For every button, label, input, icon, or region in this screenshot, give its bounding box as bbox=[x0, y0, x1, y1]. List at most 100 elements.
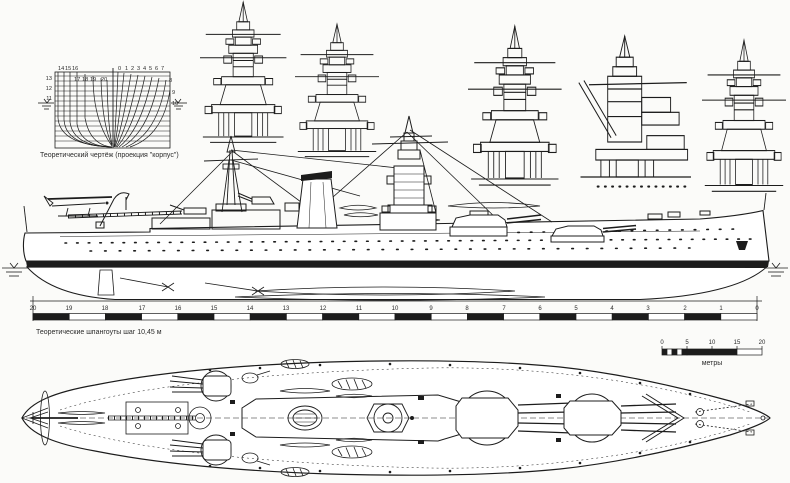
hull-profile bbox=[22, 209, 770, 262]
station-bar bbox=[32, 313, 758, 321]
station-label: 0 bbox=[755, 306, 759, 312]
bp-left-12: 12 bbox=[46, 86, 52, 92]
aircraft-crane bbox=[95, 192, 130, 229]
station-label: 7 bbox=[502, 306, 506, 312]
plan-fore-tower bbox=[366, 403, 414, 433]
bp-right-9: 9 bbox=[172, 90, 175, 96]
station-label: 12 bbox=[320, 306, 327, 312]
station-label: 2 bbox=[683, 306, 687, 312]
plan-main-turret-1 bbox=[563, 393, 677, 443]
station-label: 10 bbox=[392, 306, 399, 312]
station-label: 6 bbox=[538, 306, 542, 312]
scale-unit-label: метры bbox=[702, 360, 723, 367]
stations-caption: Теоретические шпангоуты шаг 10,45 м bbox=[36, 329, 162, 336]
deck-plan-view bbox=[20, 359, 771, 477]
tower-detail-4 bbox=[577, 34, 693, 188]
scale-tick-10: 10 bbox=[709, 340, 716, 346]
side-elevation bbox=[2, 115, 788, 301]
plan-deck-fittings bbox=[208, 362, 692, 474]
main-turret-2-side bbox=[449, 210, 542, 237]
deck-edge-dashed-top bbox=[59, 367, 751, 413]
station-label: 11 bbox=[356, 306, 363, 312]
tower-detail-3 bbox=[467, 25, 563, 186]
bp-mid-18: 18 bbox=[82, 77, 88, 83]
bp-top-14: 14 bbox=[58, 66, 64, 72]
bp-tr-4: 4 bbox=[143, 66, 146, 72]
bp-right-8: 8 bbox=[169, 78, 172, 84]
bp-tr-1: 1 bbox=[125, 66, 128, 72]
plan-aft-turret-port bbox=[169, 370, 232, 402]
bp-left-13: 13 bbox=[46, 76, 52, 82]
station-label: 9 bbox=[429, 306, 433, 312]
plan-anchor-gear bbox=[694, 400, 766, 436]
rudder-and-propellers bbox=[97, 269, 265, 296]
tower-detail-5 bbox=[701, 39, 787, 192]
bp-top-16: 16 bbox=[72, 66, 78, 72]
plan-catapult bbox=[108, 401, 212, 435]
aft-section-curves bbox=[57, 72, 113, 148]
foredeck-gear bbox=[647, 192, 767, 250]
anchor-icon bbox=[736, 241, 748, 250]
bow-jackstaff bbox=[763, 192, 767, 211]
station-label: 1 bbox=[719, 306, 723, 312]
bp-tr-7: 7 bbox=[161, 66, 164, 72]
bp-tr-6: 6 bbox=[155, 66, 158, 72]
underwater-hull bbox=[25, 266, 768, 300]
bp-right-10: 10 bbox=[172, 101, 178, 107]
seaplane bbox=[43, 195, 113, 217]
plan-funnel bbox=[287, 405, 323, 431]
shaft-bossing-lines bbox=[234, 286, 546, 301]
plan-side-mounts bbox=[241, 370, 271, 466]
rigging-lines bbox=[159, 129, 553, 229]
tower-detail-2 bbox=[294, 23, 380, 158]
stern-flagstaff bbox=[23, 205, 28, 233]
body-plan-caption: Теоретический чертёж (проекция "корпус") bbox=[40, 151, 179, 159]
scale-tick-5: 5 bbox=[685, 340, 689, 346]
bp-mid-19: 19 bbox=[90, 77, 96, 83]
station-numbers: 20 19 18 17 16 15 14 13 12 11 10 9 8 7 6… bbox=[30, 306, 760, 312]
station-label: 18 bbox=[102, 306, 109, 312]
body-plan: 13 12 11 14 15 16 17 18 19 20 0 1 2 3 4 … bbox=[38, 66, 187, 159]
station-label: 17 bbox=[139, 306, 146, 312]
funnel bbox=[296, 171, 338, 229]
station-label: 15 bbox=[211, 306, 218, 312]
station-label: 13 bbox=[283, 306, 290, 312]
fore-section-curves bbox=[113, 71, 171, 148]
waterline-marks bbox=[38, 98, 187, 110]
aft-superstructure bbox=[151, 192, 300, 230]
station-label: 8 bbox=[465, 306, 469, 312]
station-label: 5 bbox=[574, 306, 578, 312]
station-label: 19 bbox=[66, 306, 73, 312]
scale-tick-15: 15 bbox=[734, 340, 741, 346]
station-label: 3 bbox=[646, 306, 650, 312]
meters-scale: 0 5 10 15 20 метры bbox=[660, 340, 766, 367]
tower-detail-1 bbox=[199, 1, 287, 143]
water-symbol-right bbox=[768, 262, 784, 277]
stations-ruler: 20 19 18 17 16 15 14 13 12 11 10 9 8 7 6… bbox=[30, 296, 762, 336]
deck-edge-dashed-bottom bbox=[59, 423, 751, 469]
station-label: 14 bbox=[247, 306, 254, 312]
plan-breakwater bbox=[641, 393, 685, 443]
scale-tick-0: 0 bbox=[660, 340, 664, 346]
plan-aft-turret-starboard bbox=[169, 434, 232, 466]
plan-main-turret-2 bbox=[455, 390, 573, 446]
bp-top-15: 15 bbox=[65, 66, 71, 72]
bp-mid-17: 17 bbox=[74, 77, 80, 83]
station-label: 4 bbox=[610, 306, 614, 312]
fore-tower bbox=[371, 115, 449, 231]
plan-boats bbox=[279, 359, 373, 477]
station-label: 20 bbox=[30, 306, 37, 312]
bp-tr-5: 5 bbox=[149, 66, 152, 72]
bp-tr-2: 2 bbox=[131, 66, 134, 72]
boot-topping-band bbox=[26, 261, 769, 267]
station-label: 16 bbox=[175, 306, 182, 312]
plan-stern-fittings bbox=[20, 390, 106, 446]
bp-tr-0: 0 bbox=[118, 66, 121, 72]
bp-tr-3: 3 bbox=[137, 66, 140, 72]
body-plan-numbers: 13 12 11 14 15 16 17 18 19 20 0 1 2 3 4 … bbox=[46, 66, 178, 107]
catapult bbox=[67, 210, 183, 219]
scale-tick-20: 20 bbox=[759, 340, 766, 346]
bp-left-11: 11 bbox=[46, 96, 52, 102]
